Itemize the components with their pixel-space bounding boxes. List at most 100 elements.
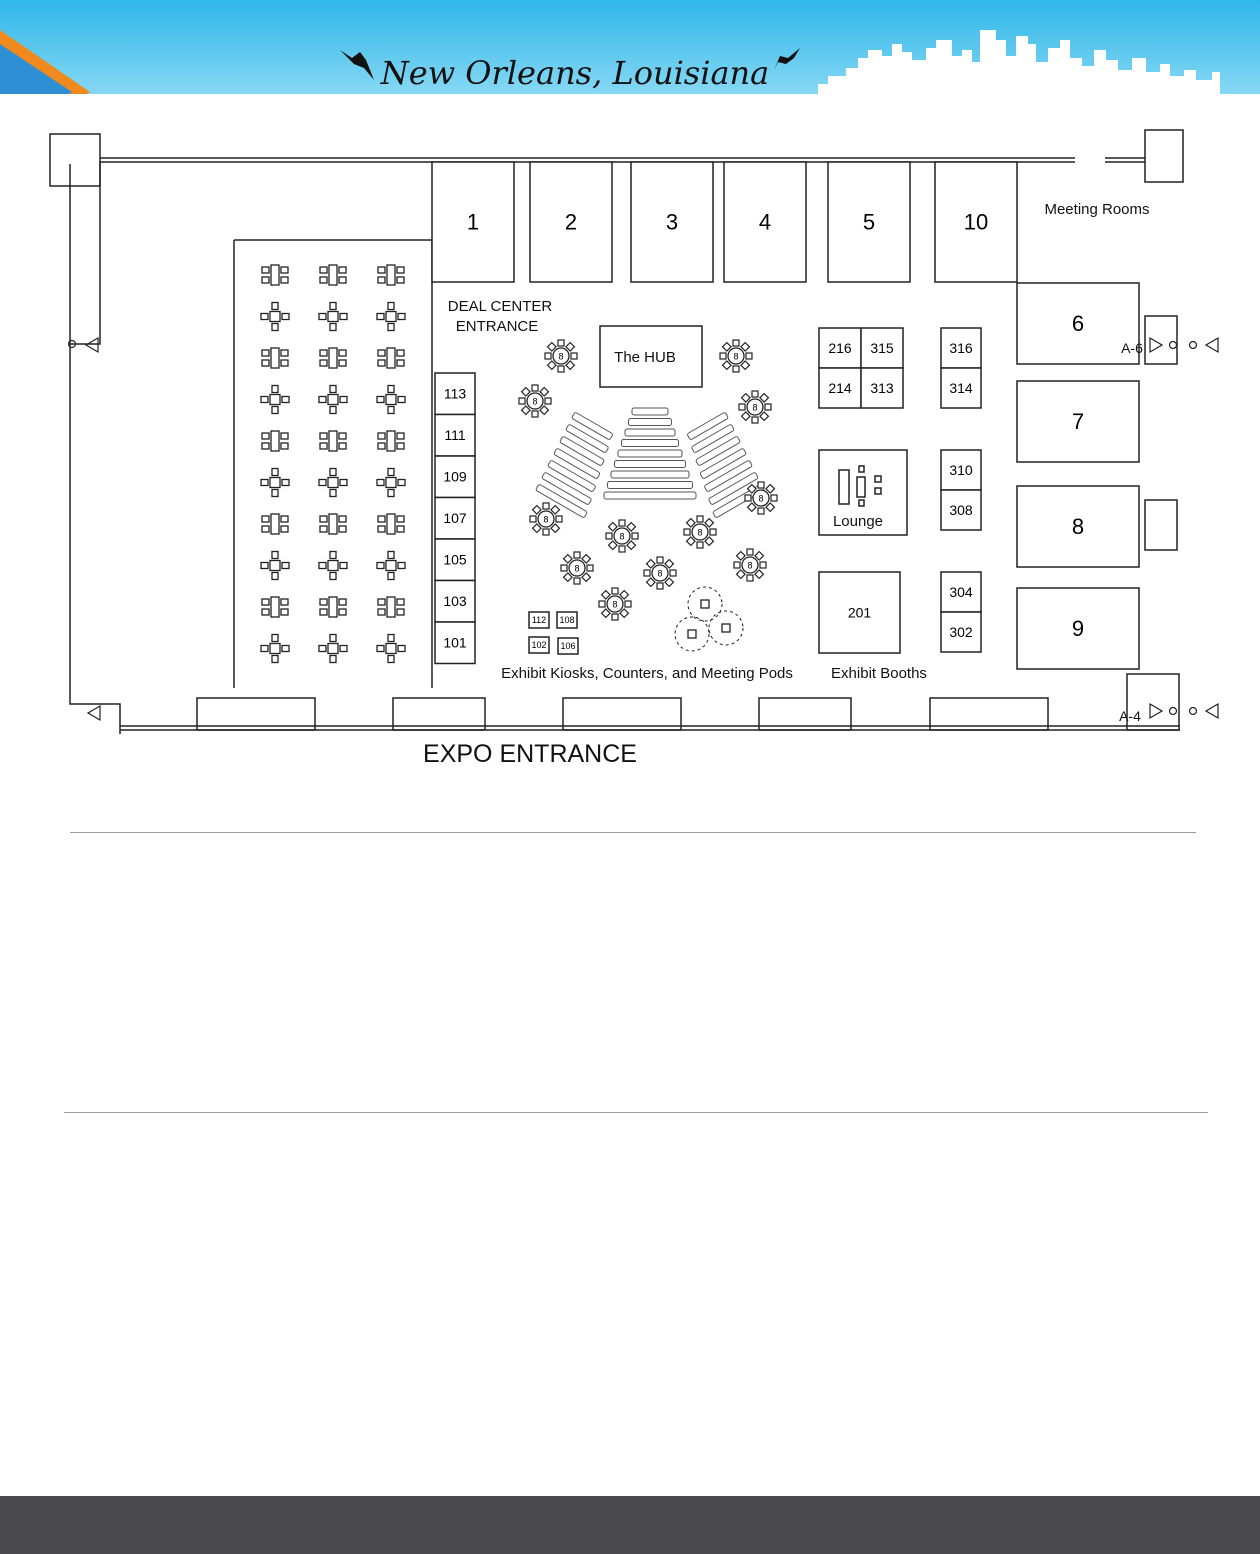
skyline-icon	[818, 30, 1220, 94]
round-table-8: 8	[643, 556, 677, 590]
door-arrow-icon	[1149, 336, 1164, 354]
meeting-room-6: 6	[1016, 282, 1140, 365]
deal-table	[261, 513, 289, 535]
hub-label: The HUB	[614, 349, 676, 366]
meeting-room-3-label: 3	[666, 210, 678, 235]
kiosk-109-label: 109	[443, 469, 467, 485]
kiosk-113-label: 113	[444, 386, 467, 402]
booth-314: 314	[940, 367, 982, 409]
footer-bar	[0, 1496, 1260, 1554]
deal-table	[319, 430, 347, 452]
deal-table	[318, 633, 348, 664]
booth-302: 302	[940, 611, 982, 653]
lounge-label: Lounge	[833, 513, 883, 530]
booth-304: 304	[940, 571, 982, 613]
bird-icon-left	[340, 50, 374, 80]
deal-table	[376, 550, 406, 581]
header-banner: New Orleans, Louisiana	[0, 0, 1260, 94]
deal-table	[261, 430, 289, 452]
deal-table	[261, 264, 289, 286]
kiosk-107: 107	[434, 496, 476, 540]
round-table-8: 8	[605, 519, 639, 553]
meeting-pods	[674, 586, 744, 652]
booth-302-label: 302	[949, 624, 973, 640]
booth-310: 310	[940, 449, 982, 491]
door-arrow-icon	[1149, 702, 1164, 720]
divider-line-2	[64, 1112, 1208, 1113]
kiosk-101: 101	[434, 621, 476, 665]
door-marker-icon	[1168, 340, 1178, 350]
booth-314-label: 314	[949, 380, 973, 396]
meeting-rooms-label: Meeting Rooms	[1044, 201, 1149, 218]
deal-table	[376, 467, 406, 498]
deal-table	[377, 430, 405, 452]
booth-310-label: 310	[949, 462, 973, 478]
door-arrow-icon	[86, 704, 101, 722]
meeting-room-1-label: 1	[467, 210, 479, 235]
small-kiosk-112-label: 112	[532, 615, 546, 625]
meeting-rooms-right: 6 7 8 9	[1016, 282, 1140, 670]
booth-315: 315	[860, 327, 904, 369]
booth-316: 316	[940, 327, 982, 369]
round-table-8: 8	[683, 515, 717, 549]
round-table-seats: 8	[752, 403, 757, 413]
exhibit-kiosks-label: Exhibit Kiosks, Counters, and Meeting Po…	[501, 665, 793, 682]
round-table-8: 8	[744, 481, 778, 515]
door-label-a4: A-4	[1119, 708, 1141, 724]
booth-308-label: 308	[949, 502, 973, 518]
deal-table	[377, 264, 405, 286]
booth-313: 313	[860, 367, 904, 409]
round-table-8: 8	[719, 339, 753, 373]
small-kiosk-102-label: 102	[531, 640, 546, 650]
meeting-room-10: 10	[934, 161, 1018, 283]
door-label-a6: A-6	[1121, 340, 1143, 356]
booth-216-label: 216	[828, 340, 852, 356]
deal-table	[318, 384, 348, 415]
deal-table	[376, 633, 406, 664]
round-table-seats: 8	[733, 352, 738, 362]
lounge-box	[818, 449, 908, 536]
round-table-seats: 8	[657, 569, 662, 579]
kiosk-105: 105	[434, 538, 476, 582]
round-table-seats: 8	[619, 532, 624, 542]
kiosk-111: 111	[434, 413, 476, 457]
deal-table	[260, 633, 290, 664]
deal-table	[377, 596, 405, 618]
meeting-room-2-label: 2	[565, 210, 577, 235]
meeting-room-6-label: 6	[1072, 311, 1084, 336]
theater-seating	[535, 407, 765, 518]
exhibit-booths-label: Exhibit Booths	[831, 665, 927, 682]
kiosk-111-label: 111	[444, 427, 465, 443]
kiosk-107-label: 107	[443, 510, 467, 526]
round-table-seats: 8	[558, 352, 563, 362]
sofa-icon	[838, 465, 882, 507]
round-table-seats: 8	[574, 564, 579, 574]
meeting-room-9-label: 9	[1072, 616, 1084, 641]
round-table-8: 8	[529, 502, 563, 536]
deal-table	[318, 301, 348, 332]
meeting-room-10-label: 10	[964, 210, 988, 235]
small-kiosk-106-label: 106	[560, 641, 575, 651]
deal-table	[319, 513, 347, 535]
meeting-room-8: 8	[1016, 485, 1140, 568]
meeting-room-7: 7	[1016, 380, 1140, 463]
round-table-seats: 8	[543, 515, 548, 525]
page-title: New Orleans, Louisiana	[380, 54, 769, 92]
corner-arrow-icon	[0, 30, 90, 94]
bird-icon-right	[774, 48, 800, 70]
deal-table	[377, 513, 405, 535]
meeting-pod	[674, 616, 710, 652]
booth-315-label: 315	[870, 340, 894, 356]
booth-214: 214	[818, 367, 862, 409]
small-kiosk-102: 102	[528, 636, 550, 654]
booth-304-label: 304	[949, 584, 973, 600]
deal-center-label-line2: ENTRANCE	[456, 318, 539, 335]
meeting-pod	[708, 610, 744, 646]
round-table-seats: 8	[747, 561, 752, 571]
deal-center-tables	[260, 264, 406, 664]
